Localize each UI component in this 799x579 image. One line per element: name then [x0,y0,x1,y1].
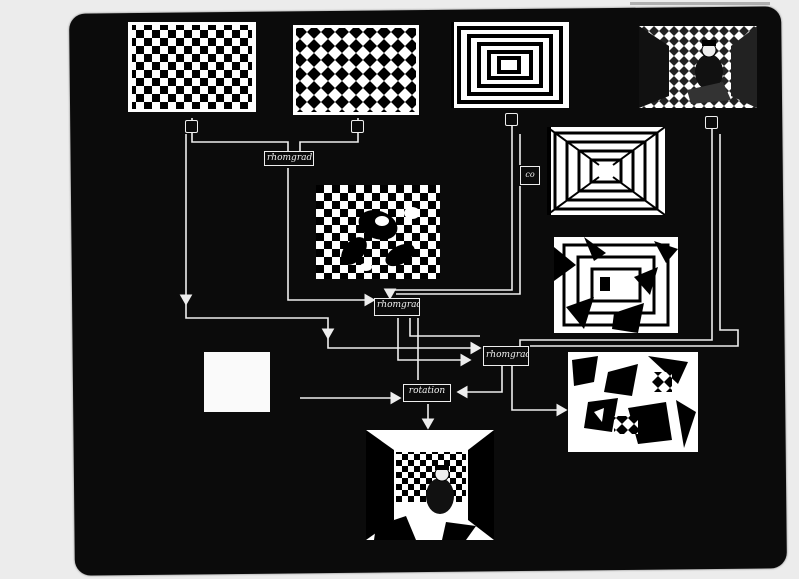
node-rhomgrad2: rhomgrad2 [374,298,420,316]
wire [410,318,480,336]
node-rhomgrad-top: rhomgrad [264,151,314,166]
panel-photo-figure [639,26,757,108]
blank-frame [204,352,270,412]
input-port [505,113,518,126]
panel-diamond [293,25,419,115]
panel-tunnel [547,127,665,215]
wire [398,318,470,360]
node-co: co [520,166,540,185]
wire [458,366,502,392]
wire [512,366,566,410]
wire [192,134,288,152]
input-port [705,116,718,129]
wire [300,134,358,152]
panel-final-composite [366,430,494,540]
input-port [351,120,364,133]
panel-square-spiral [451,22,569,108]
panel-fragmented-squares [554,237,678,333]
node-rotation: rotation [403,384,451,402]
panel-fragmented-mix [568,352,698,452]
input-port [185,120,198,133]
node-rhomgrad-right: rhomgrad [483,346,529,366]
panel-checker [128,22,256,112]
panel-warped-checker [316,185,440,279]
